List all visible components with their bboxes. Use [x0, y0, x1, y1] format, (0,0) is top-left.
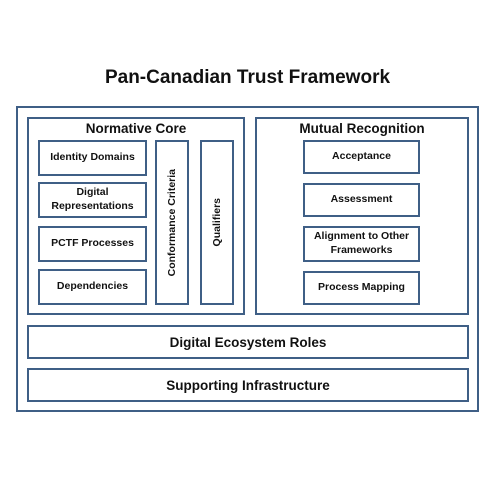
qualifiers-label: Qualifiers — [211, 198, 223, 247]
assessment-box: Assessment — [303, 183, 420, 217]
digital-ecosystem-roles-band: Digital Ecosystem Roles — [27, 325, 469, 359]
qualifiers-box: Qualifiers — [200, 140, 234, 305]
diagram-title: Pan-Canadian Trust Framework — [104, 67, 391, 88]
conformance-criteria-box: Conformance Criteria — [155, 140, 189, 305]
dependencies-box: Dependencies — [38, 269, 147, 305]
pctf-processes-box: PCTF Processes — [38, 226, 147, 262]
alignment-to-other-frameworks-box: Alignment to Other Frameworks — [303, 226, 420, 262]
supporting-infrastructure-band: Supporting Infrastructure — [27, 368, 469, 402]
process-mapping-box: Process Mapping — [303, 271, 420, 305]
mutual-recognition-label: Mutual Recognition — [299, 121, 425, 136]
digital-representations-box: Digital Representations — [38, 182, 147, 218]
conformance-criteria-label: Conformance Criteria — [166, 168, 178, 277]
normative-core-label: Normative Core — [85, 121, 187, 136]
identity-domains-box: Identity Domains — [38, 140, 147, 176]
acceptance-box: Acceptance — [303, 140, 420, 174]
